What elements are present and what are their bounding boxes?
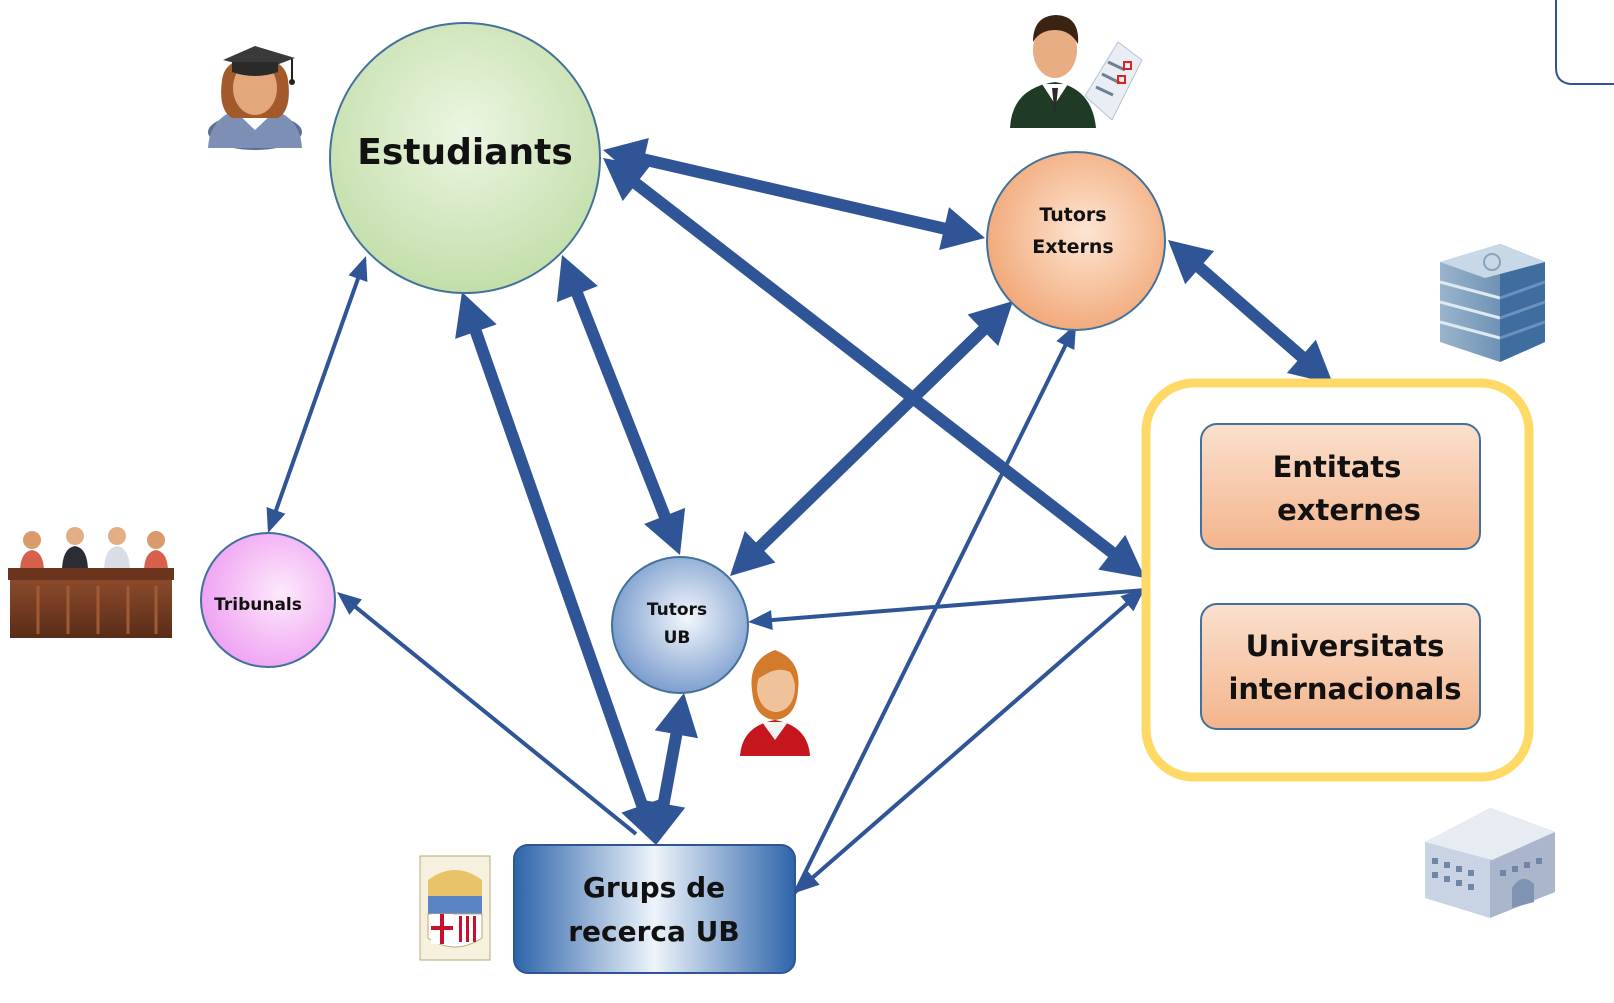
arrow-shaft xyxy=(273,276,361,513)
arrow-shaft xyxy=(352,604,638,836)
tutors-externs-circle xyxy=(986,151,1166,331)
node-tutors-ub: Tutors UB xyxy=(611,556,749,694)
arrow-estudiants-tutors_externs xyxy=(603,137,985,251)
estudiants-label: Estudiants xyxy=(357,132,573,173)
connection-arrows xyxy=(266,137,1333,894)
arrow-shaft xyxy=(630,177,1118,559)
arrow-head xyxy=(1098,534,1145,578)
arrow-head xyxy=(644,507,686,555)
node-tutors-externs: Tutors Externs xyxy=(986,151,1166,331)
arrow-shaft xyxy=(754,324,989,553)
tutors-ub-circle xyxy=(611,556,749,694)
arrow-head xyxy=(967,301,1013,347)
arrow-shaft xyxy=(793,342,1069,894)
arrow-tutors_externs-external_group xyxy=(1168,240,1333,384)
arrow-shaft xyxy=(571,290,671,520)
arrow-head xyxy=(337,592,362,615)
tutors-ub-label-line1: Tutors xyxy=(647,600,707,620)
arrow-grups_recerca-tribunals xyxy=(337,592,638,836)
office-building-icon xyxy=(1439,244,1546,362)
arrow-shaft xyxy=(469,327,649,810)
arrow-head xyxy=(603,158,650,202)
arrow-head xyxy=(939,207,985,251)
arrow-head xyxy=(654,693,699,739)
arrow-shaft xyxy=(1194,261,1307,363)
arrow-estudiants-tribunals xyxy=(266,256,368,533)
tutors-ub-label-line2: UB xyxy=(664,628,691,648)
node-grups-recerca: Grups de recerca UB xyxy=(513,844,796,974)
universitats-internacionals-label-line1: Universitats xyxy=(1246,629,1445,663)
graduate-student-icon xyxy=(208,46,302,150)
university-building-icon xyxy=(1425,808,1555,918)
tribunals-label: Tribunals xyxy=(214,595,302,615)
grups-recerca-label-line1: Grups de xyxy=(583,871,725,904)
arrow-head xyxy=(1120,588,1145,612)
arrow-head xyxy=(266,507,286,533)
arrow-estudiants-external_group xyxy=(603,158,1145,578)
tutors-externs-label-line2: Externs xyxy=(1032,236,1113,258)
tribunal-panel-icon xyxy=(8,527,174,638)
arrow-head xyxy=(348,256,368,282)
arrow-tutors_externs-tutors_ub xyxy=(730,301,1013,576)
arrow-head xyxy=(1168,240,1215,285)
entitats-externes-label-line2: externes xyxy=(1277,493,1421,527)
arrow-grups_recerca-external_group xyxy=(795,588,1145,893)
arrow-head xyxy=(455,292,497,339)
tribunals-circle xyxy=(200,532,336,668)
entitats-externes-label-line1: Entitats xyxy=(1273,450,1402,484)
estudiants-circle xyxy=(329,22,601,294)
arrow-head xyxy=(795,869,820,893)
arrow-grups_recerca-tutors_ub xyxy=(641,693,699,845)
arrow-estudiants-grups_recerca xyxy=(455,292,663,845)
arrow-head xyxy=(556,255,598,303)
external-entities-group: Entitats externes Universitats internaci… xyxy=(1141,378,1534,782)
corner-bracket xyxy=(1555,0,1614,85)
arrow-head xyxy=(730,530,776,576)
businessman-checklist-icon xyxy=(1010,15,1143,128)
node-estudiants: Estudiants xyxy=(329,22,601,294)
grups-recerca-box xyxy=(513,844,796,974)
arrow-shaft xyxy=(769,588,1146,623)
tutors-externs-label-line1: Tutors xyxy=(1039,204,1106,226)
ub-coat-of-arms-icon xyxy=(419,855,491,961)
female-tutor-icon xyxy=(740,650,810,756)
node-tribunals: Tribunals xyxy=(200,532,336,668)
arrow-estudiants-tutors_ub xyxy=(556,255,686,555)
arrow-external_group-tutors_ub xyxy=(748,588,1146,631)
arrow-shaft xyxy=(657,731,683,807)
grups-recerca-label-line2: recerca UB xyxy=(568,915,740,948)
arrow-shaft xyxy=(640,153,948,235)
arrow-shaft xyxy=(810,600,1130,881)
entitats-externes-box xyxy=(1200,423,1481,550)
arrow-head xyxy=(748,610,773,631)
universitats-internacionals-label-line2: internacionals xyxy=(1228,672,1461,706)
arrow-head xyxy=(641,799,686,845)
arrow-head xyxy=(1286,339,1333,384)
universitats-internacionals-box xyxy=(1200,603,1481,730)
